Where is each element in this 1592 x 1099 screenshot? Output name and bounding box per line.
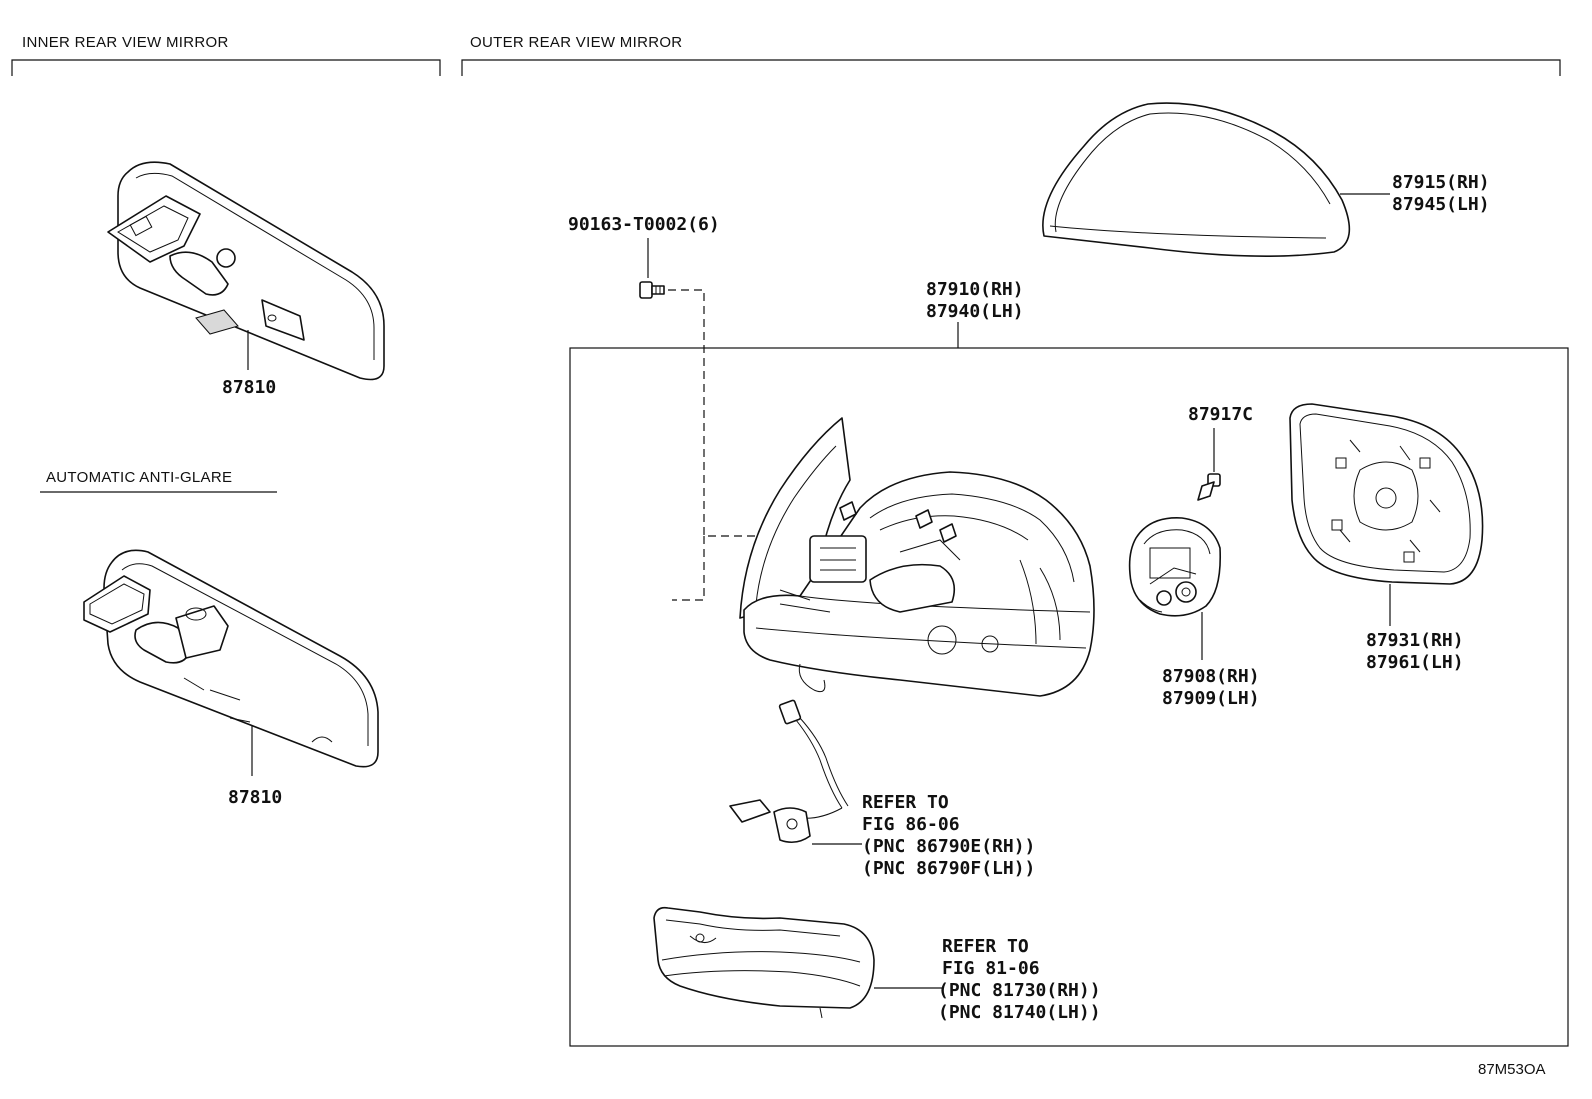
refer-lamp-line2: FIG 81-06 bbox=[942, 958, 1040, 979]
screw-drawing bbox=[639, 281, 665, 299]
part-number-clip: 87917C bbox=[1188, 404, 1253, 425]
refer-lamp-line3: (PNC 81730(RH)) bbox=[938, 980, 1101, 1001]
turn-lamp-drawing bbox=[653, 906, 875, 1019]
part-number-cover-lh: 87945(LH) bbox=[1392, 194, 1490, 215]
outer-section-bracket bbox=[461, 59, 1561, 76]
actuator-drawing bbox=[1128, 517, 1222, 617]
refer-lamp-line1: REFER TO bbox=[942, 936, 1029, 957]
screw-leader-dashed bbox=[668, 289, 762, 537]
refer-harness-line4: (PNC 86790F(LH)) bbox=[862, 858, 1035, 879]
inner-section-bracket bbox=[11, 59, 441, 76]
part-number-cover-rh: 87915(RH) bbox=[1392, 172, 1490, 193]
refer-harness-line3: (PNC 86790E(RH)) bbox=[862, 836, 1035, 857]
mirror-glass-drawing bbox=[1289, 403, 1484, 585]
wire-harness-drawing bbox=[729, 699, 849, 844]
part-number-actuator-lh: 87909(LH) bbox=[1162, 688, 1260, 709]
refer-harness-line1: REFER TO bbox=[862, 792, 949, 813]
part-number-glass-lh: 87961(LH) bbox=[1366, 652, 1464, 673]
inner-mirror-drawing bbox=[107, 161, 385, 381]
mirror-cover-drawing bbox=[1042, 102, 1351, 257]
mirror-body-drawing bbox=[739, 417, 1095, 697]
anti-glare-mirror-drawing bbox=[83, 549, 379, 776]
part-number-assy-lh: 87940(LH) bbox=[926, 301, 1024, 322]
inner-mirror-header: INNER REAR VIEW MIRROR bbox=[22, 34, 229, 51]
outer-mirror-header: OUTER REAR VIEW MIRROR bbox=[470, 34, 682, 51]
refer-harness-line2: FIG 86-06 bbox=[862, 814, 960, 835]
assembly-box bbox=[569, 347, 1569, 1047]
clip-drawing bbox=[1197, 473, 1221, 501]
refer-lamp-line4: (PNC 81740(LH)) bbox=[938, 1002, 1101, 1023]
part-number-87810-bottom: 87810 bbox=[228, 787, 282, 808]
part-number-actuator-rh: 87908(RH) bbox=[1162, 666, 1260, 687]
part-number-glass-rh: 87931(RH) bbox=[1366, 630, 1464, 651]
part-number-assy-rh: 87910(RH) bbox=[926, 279, 1024, 300]
part-number-screw: 90163-T0002(6) bbox=[568, 214, 720, 235]
anti-glare-header: AUTOMATIC ANTI-GLARE bbox=[46, 469, 232, 486]
diagram-code: 87M53OA bbox=[1478, 1061, 1546, 1078]
part-number-87810-top: 87810 bbox=[222, 377, 276, 398]
